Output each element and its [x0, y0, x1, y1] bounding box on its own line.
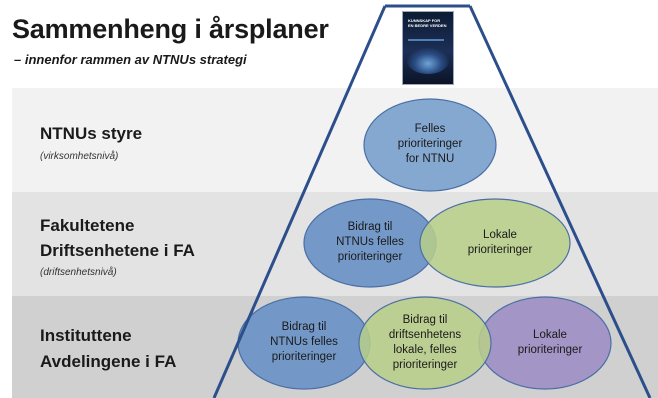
level-2-label-line-1: Fakultetene [40, 216, 135, 235]
bubble-institutt-bidrag-text: Bidrag til NTNUs felles prioriteringer [270, 321, 338, 363]
bubble-fakultet-bidrag-text: Bidrag til NTNUs felles prioriteringer [336, 221, 404, 263]
strategy-cover-image: KUNNSKAP FOR EN BEDRE VERDEN [403, 12, 453, 84]
bubble-fakultet-lokale [419, 198, 571, 288]
cover-earth-glow [407, 48, 449, 74]
slide-title: Sammenheng i årsplaner [12, 14, 329, 44]
bubble-institutt-lokale-text: Lokale prioriteringer [517, 329, 583, 356]
cover-title: KUNNSKAP FOR EN BEDRE VERDEN [408, 18, 447, 28]
bubble-fakultet-lokale-text: Lokale prioriteringer [467, 229, 533, 256]
level-1-label: NTNUs styre [40, 124, 143, 143]
pyramid-right-edge [468, 5, 652, 398]
bubble-institutt-drift [358, 296, 492, 390]
bubble-institutt-drift-text: Bidrag til driftsenhetens lokale, felles… [388, 314, 462, 371]
level-2-label-line-2: Driftsenhetene i FA [40, 241, 195, 260]
cover-stripe [408, 39, 444, 41]
slide-subtitle: – innenfor rammen av NTNUs strategi [14, 52, 247, 67]
bubble-felles-text: Felles prioriteringer for NTNU [397, 123, 463, 165]
level-2-sublabel: (driftsenhetsnivå) [40, 267, 117, 278]
pyramid-left-edge [212, 5, 387, 398]
level-3-label-line-2: Avdelingene i FA [40, 352, 177, 371]
level-band-1 [12, 88, 658, 192]
level-1-sublabel: (virksomhetsnivå) [40, 151, 119, 162]
level-3-label-line-1: Instituttene [40, 326, 132, 345]
bubble-felles-prioriteringer [363, 98, 497, 192]
